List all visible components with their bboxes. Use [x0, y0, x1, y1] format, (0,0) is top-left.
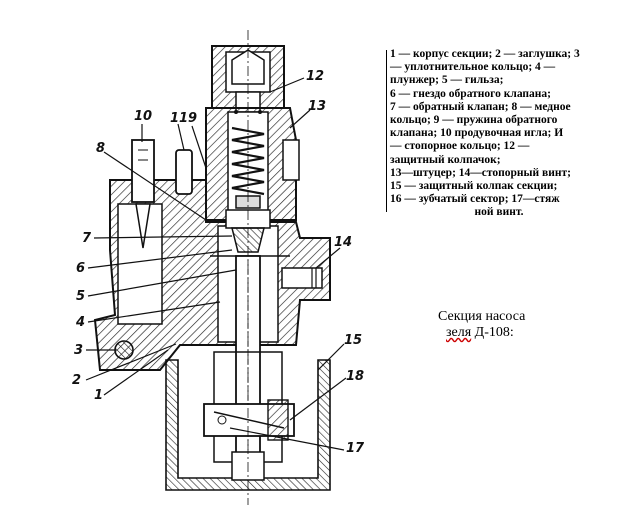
callout-2: 2 [72, 373, 81, 388]
legend-line: 16 — зубчатый сектор; 17—стяж [390, 193, 560, 206]
callout-7: 7 [82, 231, 92, 246]
figure-caption: Секция насоса зеля Д-108: [438, 309, 598, 341]
callout-11: 11 [170, 111, 188, 126]
callout-17: 17 [346, 441, 365, 456]
callout-4: 4 [75, 315, 85, 330]
callout-14: 14 [334, 235, 352, 250]
callout-12: 12 [306, 69, 324, 84]
legend-line: кольцо; 9 — пружина обратного [390, 114, 558, 127]
callout-15: 15 [344, 333, 362, 348]
caption-line-1: Секция насоса [438, 309, 526, 324]
sealing-ring [114, 340, 134, 360]
plug [175, 149, 193, 195]
section-housing [93, 179, 331, 371]
callout-9: 9 [188, 111, 197, 126]
legend-line: 7 — обратный клапан; 8 — медное [390, 100, 571, 113]
legend-divider [386, 50, 387, 212]
callout-labels: 10 11 9 12 13 8 7 6 5 4 3 2 1 14 15 18 1… [72, 69, 365, 456]
caption-prefix: зеля [446, 325, 472, 340]
callout-18: 18 [346, 369, 364, 384]
legend-line: защитный колпачок; [390, 153, 501, 166]
check-valve [210, 209, 290, 257]
caption-line-2: зеля Д-108: [438, 325, 598, 341]
callout-13: 13 [308, 99, 326, 114]
legend-line: плунжер; 5 — гильза; [390, 74, 504, 87]
parts-legend: 1 — корпус секции; 2 — заглушка; 3 — упл… [390, 48, 608, 220]
callout-5: 5 [76, 289, 85, 304]
callout-8: 8 [96, 141, 105, 156]
stop-screw [281, 267, 323, 289]
legend-line: ной винт. [474, 206, 524, 219]
legend-line: 15 — защитный колпак секции; [390, 180, 558, 193]
caption-model: Д-108: [471, 325, 514, 340]
legend-line: 6 — гнездо обратного клапана; [390, 87, 551, 100]
leader-lines [85, 77, 347, 451]
callout-6: 6 [76, 261, 85, 276]
legend-line: — стопорное кольцо; 12 — [390, 140, 530, 153]
legend-line: 13—штуцер; 14—стопорный винт; [390, 166, 571, 179]
legend-line: клапана; 10 продувочная игла; И [390, 127, 564, 140]
callout-1: 1 [94, 388, 103, 403]
callout-3: 3 [74, 343, 83, 358]
callout-10: 10 [134, 109, 152, 124]
legend-line: 1 — корпус секции; 2 — заглушка; 3 [390, 48, 580, 60]
legend-line: — уплотнительное кольцо; 4 — [390, 61, 556, 74]
